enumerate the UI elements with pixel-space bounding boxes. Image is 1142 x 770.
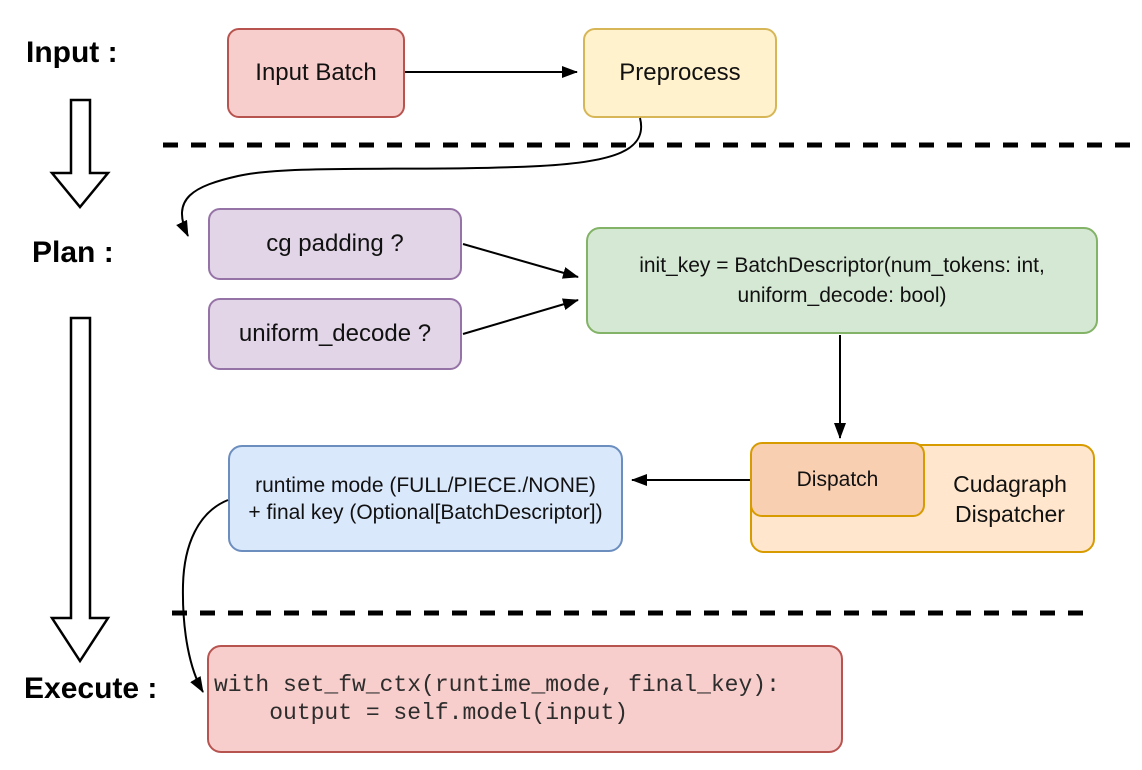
node-preprocess: Preprocess [583, 28, 777, 118]
node-init-key-line2: uniform_decode: bool) [737, 283, 947, 307]
node-runtime-mode: runtime mode (FULL/PIECE./NONE) + final … [228, 445, 623, 552]
plan-section-arrow-icon [49, 316, 111, 664]
node-dispatch: Dispatch [750, 442, 925, 517]
node-input-batch-label: Input Batch [255, 59, 377, 86]
execute-code-line1: with set_fw_ctx(runtime_mode, final_key)… [214, 672, 780, 698]
node-uniform-decode: uniform_decode ? [208, 298, 462, 370]
node-uniform-decode-label: uniform_decode ? [238, 320, 432, 347]
input-section-arrow-icon [49, 98, 111, 209]
node-dispatch-label: Dispatch [796, 467, 879, 491]
node-cudagraph-dispatcher-label: Cudagraph Dispatcher [925, 444, 1095, 553]
cudagraph-label-line2: Dispatcher [955, 500, 1065, 527]
section-label-execute: Execute : [24, 672, 158, 705]
node-runtime-line2: + final key (Optional[BatchDescriptor]) [248, 500, 603, 524]
cudagraph-label-line1: Cudagraph [953, 470, 1067, 497]
node-cg-padding: cg padding ? [208, 208, 462, 280]
execute-code-line2: output = self.model(input) [214, 700, 629, 726]
node-execute-code: with set_fw_ctx(runtime_mode, final_key)… [207, 645, 843, 753]
node-init-key-line1: init_key = BatchDescriptor(num_tokens: i… [639, 253, 1045, 277]
section-label-input: Input : [26, 36, 118, 69]
node-input-batch: Input Batch [227, 28, 405, 118]
node-cg-padding-label: cg padding ? [266, 230, 404, 257]
arrow-uniform-decode-to-init-key [462, 298, 579, 335]
node-init-key: init_key = BatchDescriptor(num_tokens: i… [586, 227, 1098, 334]
arrow-cg-padding-to-init-key [462, 243, 579, 279]
section-label-plan: Plan : [32, 236, 114, 269]
node-preprocess-label: Preprocess [619, 59, 741, 86]
node-runtime-line1: runtime mode (FULL/PIECE./NONE) [255, 473, 596, 497]
